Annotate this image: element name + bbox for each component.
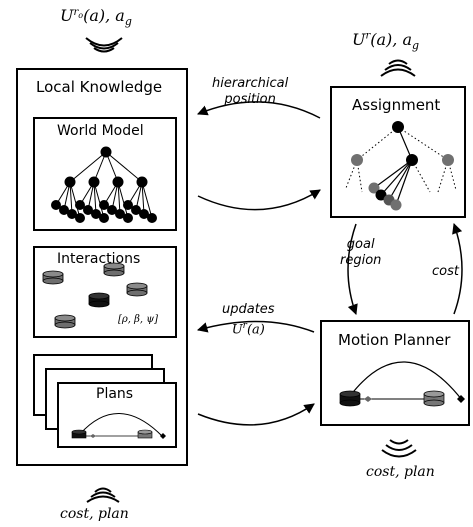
plans-mini-path [71, 413, 166, 439]
wireless-signal-icon-top-right [380, 59, 416, 77]
motion-planner-title: Motion Planner [338, 331, 451, 349]
world-model-box [33, 117, 177, 231]
wireless-signal-icon-top-left [85, 37, 123, 53]
goal-region-label: goal region [340, 237, 382, 268]
top-right-utility-label: Ur(a), ag [352, 30, 420, 53]
interaction-pucks [42, 262, 148, 329]
bottom-left-cost-plan-label: cost, plan [60, 506, 129, 522]
top-left-utility-label: Uro(a), ag [60, 6, 132, 29]
wireless-signal-icon-bottom-left [86, 487, 120, 503]
interaction-params-label: [ρ, β, ψ] [118, 314, 159, 325]
arrow-plans-to-planner [197, 403, 315, 426]
robot-puck-icon [88, 292, 110, 308]
arrow-assignment-to-planner [347, 223, 358, 315]
arrow-worldmodel-to-assignment [197, 189, 321, 211]
plans-front-card [57, 382, 177, 448]
bottom-right-cost-plan-label: cost, plan [366, 464, 435, 480]
robot-puck-icon [54, 314, 76, 329]
robot-puck-icon [126, 282, 148, 297]
assignment-title: Assignment [352, 96, 441, 114]
tree-icon [51, 146, 157, 223]
updates-label: updates Ur(a) [222, 302, 275, 338]
assignment-box [330, 86, 466, 218]
arrow-planner-to-assignment [452, 223, 463, 315]
assignment-tree-icon [345, 121, 457, 211]
local-knowledge-title: Local Knowledge [36, 78, 163, 96]
connection-arrows [196, 101, 463, 426]
motion-planner-path [339, 361, 465, 407]
wireless-signal-icon-bottom-right [381, 439, 417, 458]
cost-label: cost [432, 264, 459, 279]
arrow-planner-to-knowledge [196, 320, 315, 333]
robot-puck-icon [42, 270, 64, 285]
robot-puck-icon [103, 262, 125, 277]
world-model-title: World Model [57, 123, 144, 139]
plans-title: Plans [96, 386, 134, 402]
arrow-assignment-to-knowledge [197, 101, 321, 119]
motion-planner-box [320, 320, 470, 426]
